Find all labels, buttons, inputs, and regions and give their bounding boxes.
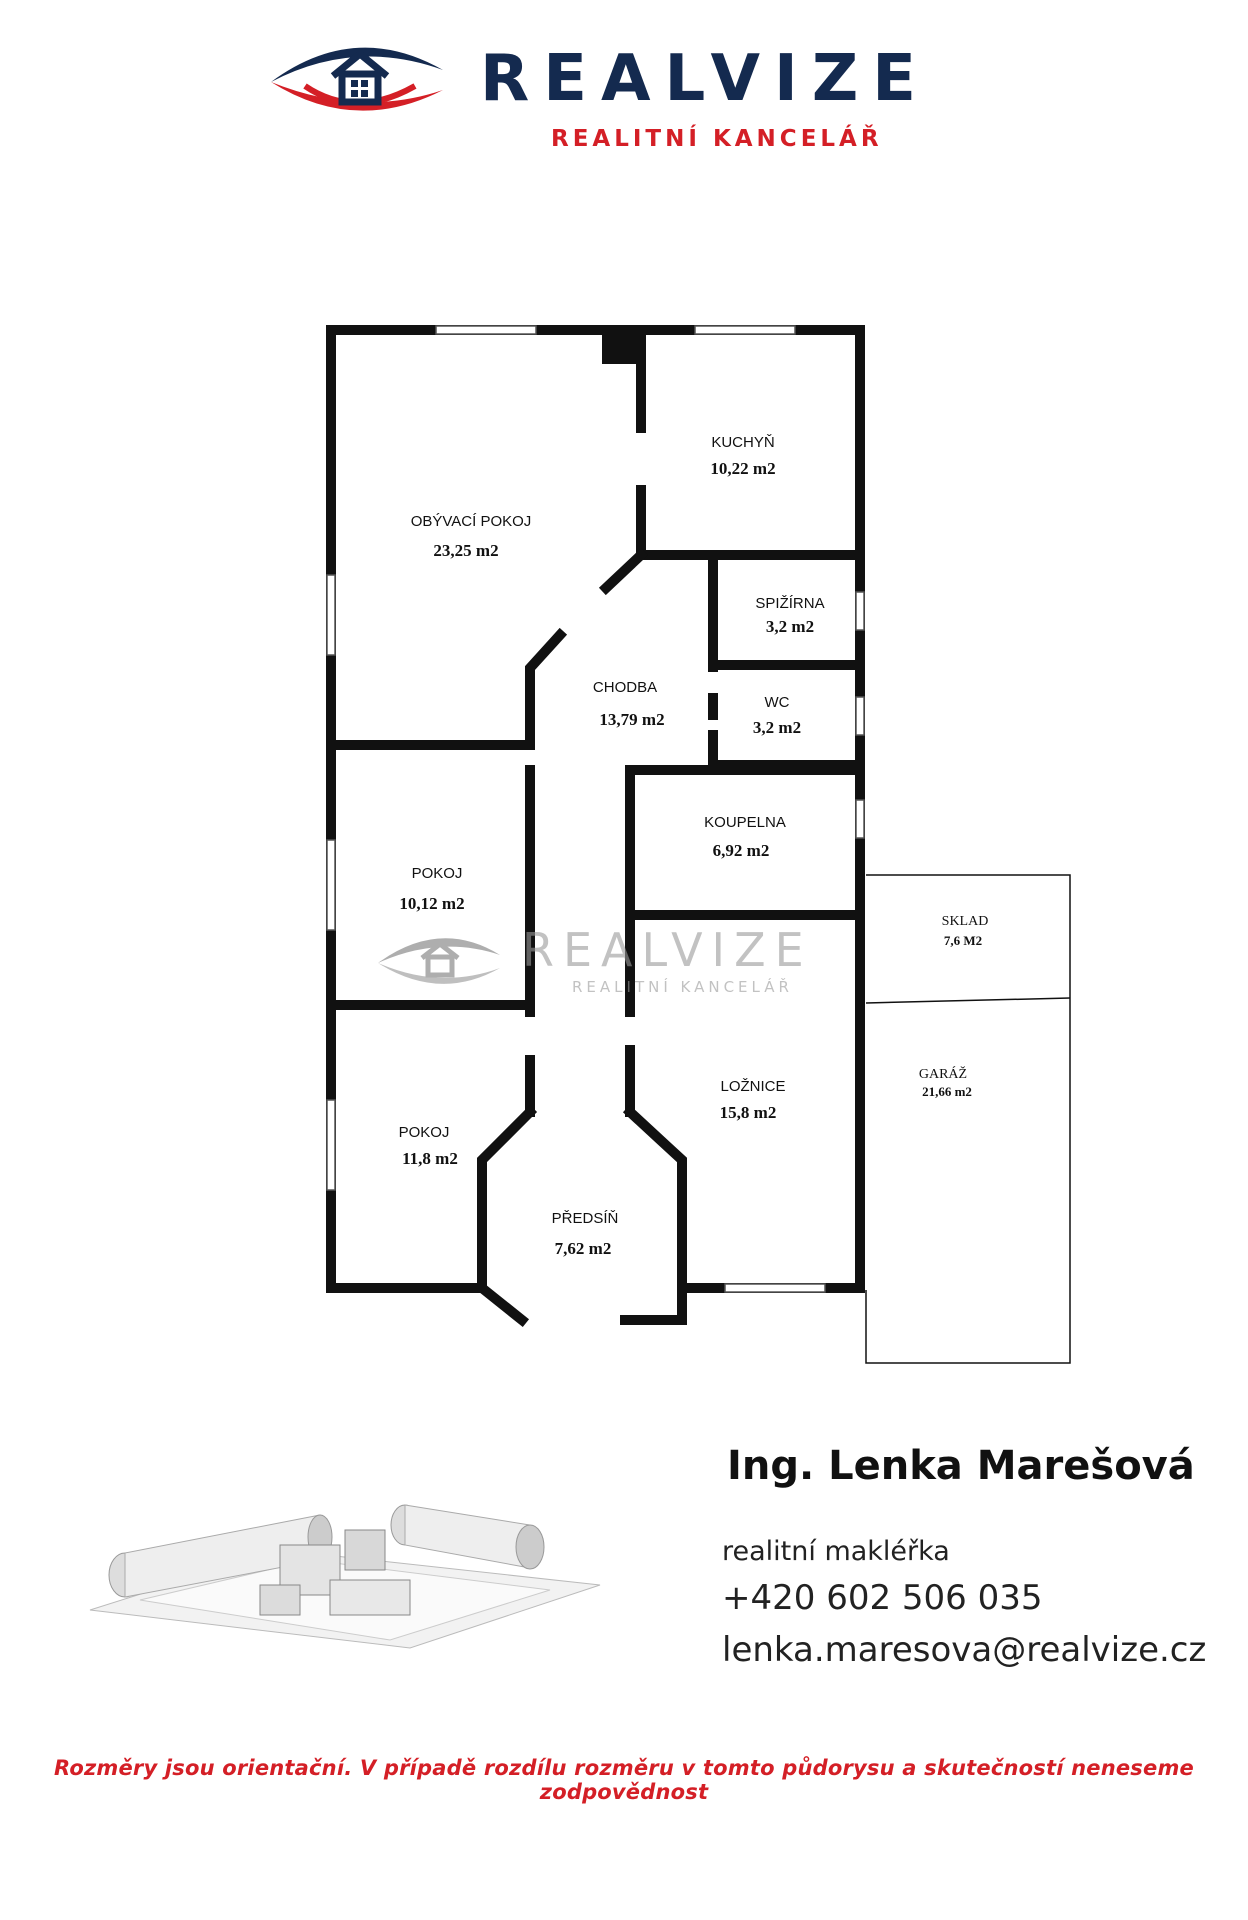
agent-email[interactable]: lenka.maresova@realvize.cz — [722, 1630, 1207, 1670]
eye-house-icon — [271, 47, 443, 111]
watermark-brand: REALVIZE — [522, 923, 813, 977]
room-labels: OBÝVACÍ POKOJ 23,25 m2 KUCHYŇ 10,22 m2 S… — [399, 434, 989, 1258]
room-garaz-area: 21,66 m2 — [922, 1084, 972, 1099]
structural-column — [602, 330, 640, 364]
windows — [326, 325, 865, 1293]
room-pokoj1-area: 10,12 m2 — [399, 894, 464, 913]
room-koupelna-area: 6,92 m2 — [713, 841, 770, 860]
garage-outline — [865, 874, 1071, 1364]
agent-name: Ing. Lenka Marešová — [727, 1443, 1195, 1489]
room-spizirna-name: SPIŽÍRNA — [755, 595, 824, 612]
room-loznice-area: 15,8 m2 — [720, 1103, 777, 1122]
company-logo: REALVIZE REALITNÍ KANCELÁŘ — [0, 20, 1248, 152]
room-sklad-area: 7,6 M2 — [944, 933, 982, 948]
room-pokoj2-area: 11,8 m2 — [402, 1149, 458, 1168]
room-pokoj2-name: POKOJ — [399, 1124, 450, 1141]
room-kuchyn-area: 10,22 m2 — [710, 459, 775, 478]
brand-tagline: REALITNÍ KANCELÁŘ — [551, 126, 883, 152]
room-loznice-name: LOŽNICE — [720, 1078, 785, 1095]
room-predsin-name: PŘEDSÍŇ — [552, 1210, 619, 1227]
room-kuchyn-name: KUCHYŇ — [711, 434, 774, 451]
room-predsin-area: 7,62 m2 — [555, 1239, 612, 1258]
room-wc-name: WC — [765, 694, 790, 711]
watermark: REALVIZE REALITNÍ KANCELÁŘ — [378, 923, 813, 996]
room-wc-area: 3,2 m2 — [753, 718, 801, 737]
agent-role: realitní makléřka — [722, 1536, 950, 1567]
agent-phone[interactable]: +420 602 506 035 — [722, 1578, 1043, 1618]
room-obyvaci-area: 23,25 m2 — [433, 541, 498, 560]
room-spizirna-area: 3,2 m2 — [766, 617, 814, 636]
brand-name: REALVIZE — [480, 42, 930, 116]
room-pokoj1-name: POKOJ — [412, 865, 463, 882]
room-obyvaci-name: OBÝVACÍ POKOJ — [411, 513, 532, 530]
watermark-tagline: REALITNÍ KANCELÁŘ — [572, 977, 793, 996]
room-chodba-name: CHODBA — [593, 679, 657, 696]
disclaimer: Rozměry jsou orientační. V případě rozdí… — [54, 1756, 1194, 1804]
room-garaz-name: GARÁŽ — [919, 1065, 967, 1082]
blueprint-illustration — [89, 1504, 601, 1649]
room-koupelna-name: KOUPELNA — [704, 814, 786, 831]
room-chodba-area: 13,79 m2 — [599, 710, 664, 729]
room-sklad-name: SKLAD — [942, 914, 989, 929]
